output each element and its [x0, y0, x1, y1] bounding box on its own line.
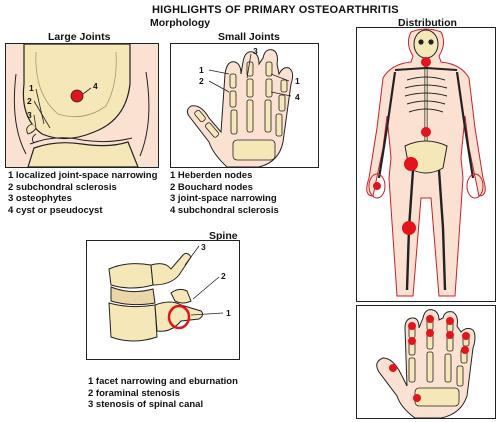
small-joint-panel: 1 2 3 1 4 — [170, 43, 319, 168]
hand-callout-1-left: 1 — [199, 65, 204, 75]
legend-item: 2 subchondral sclerosis — [8, 181, 117, 193]
knee-callout-3: 3 — [27, 110, 32, 120]
knee-joint-illustration: 1 2 3 4 — [6, 44, 158, 167]
knee-callout-2: 2 — [27, 96, 32, 106]
facet-lesion — [167, 304, 191, 330]
distribution-hand-illustration — [376, 309, 476, 418]
spine-panel: 3 2 1 — [86, 240, 240, 360]
spine-legend: 1 facet narrowing and eburnation 2 foram… — [88, 376, 238, 411]
spine-callout-2: 2 — [221, 271, 226, 281]
knee-callout-4: 4 — [93, 81, 98, 91]
large-joints-header: Large Joints — [48, 31, 111, 43]
legend-item: 4 cyst or pseudocyst — [8, 204, 103, 216]
hand-joint-illustration: 1 2 3 1 4 — [186, 46, 300, 167]
large-joint-panel: 1 2 3 4 — [5, 43, 159, 168]
hand-callout-2: 2 — [199, 76, 204, 86]
legend-item: 2 Bouchard nodes — [170, 181, 253, 193]
spine-header: Spine — [209, 230, 238, 242]
page-title: HIGHLIGHTS OF PRIMARY OSTEOARTHRITIS — [152, 4, 399, 16]
distribution-header: Distribution — [398, 17, 457, 29]
spine-illustration: 3 2 1 — [108, 242, 231, 342]
lumbar-spine-site — [421, 127, 431, 137]
distribution-hand-panel — [356, 305, 496, 419]
hip-site — [404, 157, 418, 171]
legend-item: 1 localized joint-space narrowing — [8, 170, 158, 181]
knee-callout-1: 1 — [29, 83, 34, 93]
skeleton-illustration — [366, 28, 486, 297]
legend-item: 2 foraminal stenosis — [88, 387, 180, 399]
cyst-lesion — [70, 89, 84, 103]
hand-callout-3: 3 — [253, 46, 258, 56]
large-joints-legend: 1 localized joint-space narrowing 2 subc… — [8, 170, 157, 216]
skeleton-panel — [356, 27, 496, 302]
small-joints-header: Small Joints — [218, 31, 280, 43]
spine-callout-3: 3 — [201, 242, 206, 252]
small-joints-legend: 1 Heberden nodes 2 Bouchard nodes 3 join… — [170, 170, 279, 216]
knee-site — [402, 221, 416, 235]
cervical-spine-site — [421, 57, 431, 67]
hand-site — [373, 182, 381, 190]
legend-item: 1 Heberden nodes — [170, 170, 253, 181]
hand-callout-4: 4 — [295, 92, 300, 102]
legend-item: 4 subchondral sclerosis — [170, 204, 279, 216]
legend-item: 3 stenosis of spinal canal — [88, 399, 204, 411]
hand-callout-1-right: 1 — [295, 76, 300, 86]
legend-item: 1 facet narrowing and eburnation — [88, 376, 238, 387]
spine-callout-1: 1 — [226, 308, 231, 318]
morphology-header: Morphology — [150, 17, 211, 29]
legend-item: 3 joint-space narrowing — [170, 193, 277, 205]
legend-item: 3 osteophytes — [8, 193, 72, 205]
